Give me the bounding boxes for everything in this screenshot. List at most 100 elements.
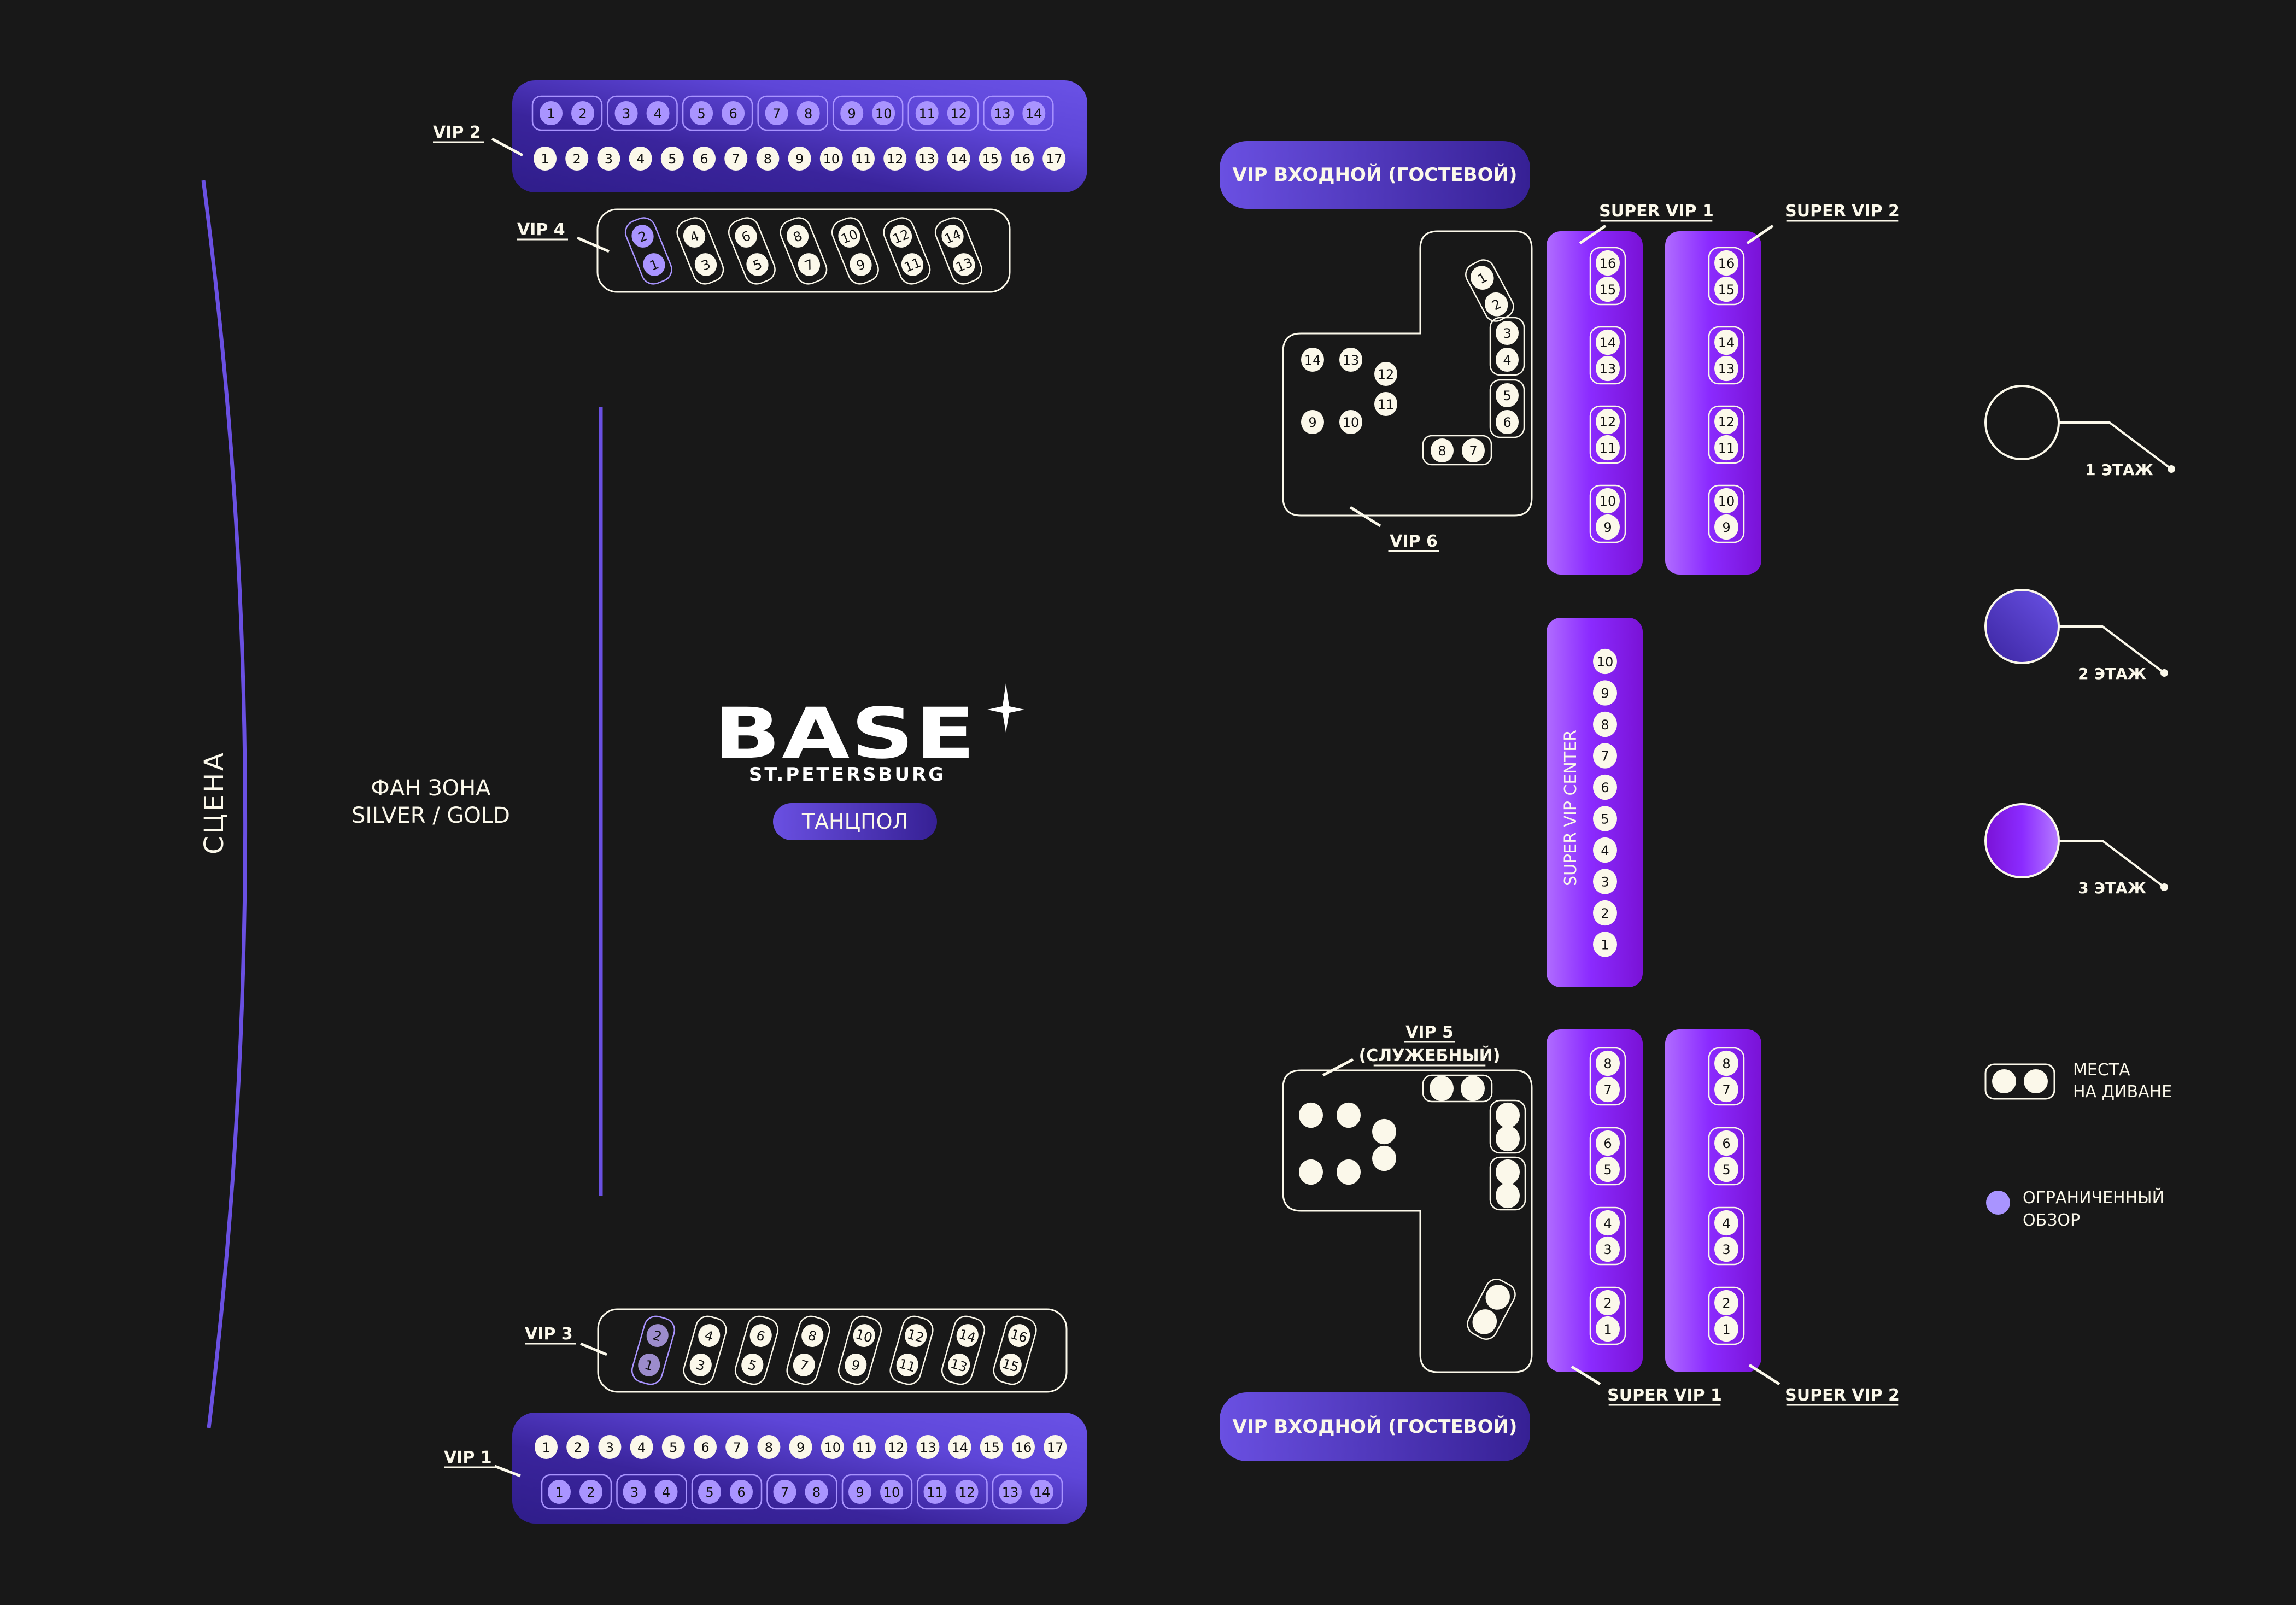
seat[interactable]: 9 (848, 1479, 871, 1504)
seat[interactable]: 3 (598, 1434, 622, 1460)
seat[interactable]: 13 (1714, 355, 1738, 382)
seat[interactable]: 3 (623, 1479, 646, 1504)
seat[interactable]: 3 (687, 1351, 714, 1379)
seat[interactable]: 9 (846, 250, 875, 279)
seat[interactable]: 1 (548, 1479, 571, 1504)
seat[interactable]: 10 (1593, 648, 1617, 675)
seat[interactable]: 17 (1044, 1434, 1067, 1460)
seat[interactable]: 12 (947, 101, 970, 126)
seat[interactable] (1496, 1159, 1520, 1185)
seat[interactable]: 12 (955, 1479, 979, 1504)
seat[interactable]: 11 (1374, 391, 1397, 417)
seat[interactable]: 6 (1496, 409, 1519, 435)
sofa[interactable] (1422, 1074, 1493, 1103)
seat[interactable] (1337, 1159, 1361, 1185)
seat[interactable]: 13 (915, 146, 939, 171)
seat[interactable]: 4 (695, 1321, 723, 1349)
seat[interactable]: 7 (773, 1479, 796, 1504)
sofa[interactable]: 65 (733, 1314, 781, 1387)
seat[interactable]: 5 (739, 1351, 766, 1379)
seat[interactable]: 11 (915, 101, 939, 126)
seat[interactable]: 9 (1596, 514, 1620, 540)
seat[interactable]: 13 (999, 1479, 1022, 1504)
seat[interactable]: 9 (1714, 514, 1738, 540)
seat[interactable]: 9 (789, 1434, 812, 1460)
seat[interactable]: 5 (1593, 806, 1617, 831)
sofa[interactable]: 13 14 (992, 1474, 1063, 1510)
seat[interactable]: 11 (853, 1434, 876, 1460)
seat[interactable]: 9 (840, 101, 864, 126)
seat[interactable]: 4 (1496, 347, 1519, 372)
seat[interactable]: 5 (690, 101, 713, 126)
sofa[interactable] (1489, 1099, 1526, 1154)
sofa[interactable]: 87 (777, 214, 830, 288)
seat[interactable]: 6 (1714, 1130, 1738, 1156)
sofa[interactable]: 43 (673, 214, 727, 288)
seat[interactable]: 14 (954, 1321, 981, 1349)
seat[interactable]: 9 (1301, 409, 1324, 435)
seat[interactable]: 10 (851, 1321, 878, 1349)
sofa[interactable]: 87 (1589, 1047, 1626, 1106)
seat[interactable]: 10 (819, 146, 843, 171)
seat[interactable] (1337, 1102, 1361, 1128)
seat[interactable]: 4 (646, 101, 670, 126)
seat[interactable]: 5 (698, 1479, 721, 1504)
seat[interactable]: 14 (1030, 1479, 1053, 1504)
sofa[interactable]: 87 (784, 1314, 832, 1387)
sofa[interactable]: 43 (681, 1314, 729, 1387)
seat[interactable] (1461, 1075, 1485, 1102)
seat[interactable]: 1 (540, 101, 563, 126)
sofa[interactable]: 65 (1589, 1127, 1626, 1186)
seat[interactable]: 1 (635, 1351, 663, 1379)
seat[interactable]: 7 (725, 1434, 749, 1460)
seat[interactable]: 15 (979, 146, 1002, 171)
seat[interactable]: 9 (1593, 680, 1617, 706)
seat[interactable]: 6 (747, 1321, 775, 1349)
seat[interactable]: 7 (1593, 743, 1617, 769)
seat[interactable]: 14 (1301, 347, 1324, 372)
seat[interactable]: 4 (629, 146, 652, 171)
seat[interactable]: 6 (731, 221, 760, 251)
seat[interactable]: 1 (1466, 262, 1498, 294)
seat[interactable]: 7 (765, 101, 788, 126)
seat[interactable]: 1 (535, 1434, 558, 1460)
seat[interactable]: 7 (790, 1351, 818, 1379)
sofa[interactable]: 11 12 (907, 95, 979, 131)
seat[interactable] (1481, 1280, 1514, 1314)
seat[interactable]: 10 (1596, 488, 1620, 514)
seat[interactable] (1372, 1145, 1396, 1171)
seat[interactable]: 10 (821, 1434, 844, 1460)
seat[interactable] (1299, 1159, 1323, 1185)
seat[interactable]: 8 (1593, 711, 1617, 737)
seat[interactable]: 5 (743, 250, 772, 279)
seat[interactable]: 5 (661, 1434, 685, 1460)
seat[interactable]: 15 (1596, 276, 1620, 302)
seat[interactable]: 16 (1011, 146, 1034, 171)
seat[interactable]: 2 (1480, 288, 1512, 320)
seat[interactable]: 13 (950, 250, 979, 279)
seat[interactable]: 2 (571, 101, 594, 126)
seat[interactable]: 1 (1596, 1316, 1620, 1342)
seat[interactable]: 2 (628, 221, 657, 251)
sofa[interactable] (1463, 1275, 1519, 1343)
seat[interactable]: 2 (565, 146, 589, 171)
seat[interactable]: 14 (1596, 329, 1620, 355)
seat[interactable]: 17 (1042, 146, 1066, 171)
sofa[interactable]: 109 (1589, 484, 1626, 543)
seat[interactable]: 9 (788, 146, 811, 171)
seat[interactable] (1496, 1126, 1520, 1152)
seat[interactable]: 4 (654, 1479, 678, 1504)
seat[interactable]: 7 (1596, 1076, 1620, 1103)
seat[interactable]: 3 (692, 250, 721, 279)
seat[interactable]: 7 (724, 146, 748, 171)
seat[interactable]: 9 (842, 1351, 869, 1379)
seat[interactable]: 11 (898, 250, 927, 279)
